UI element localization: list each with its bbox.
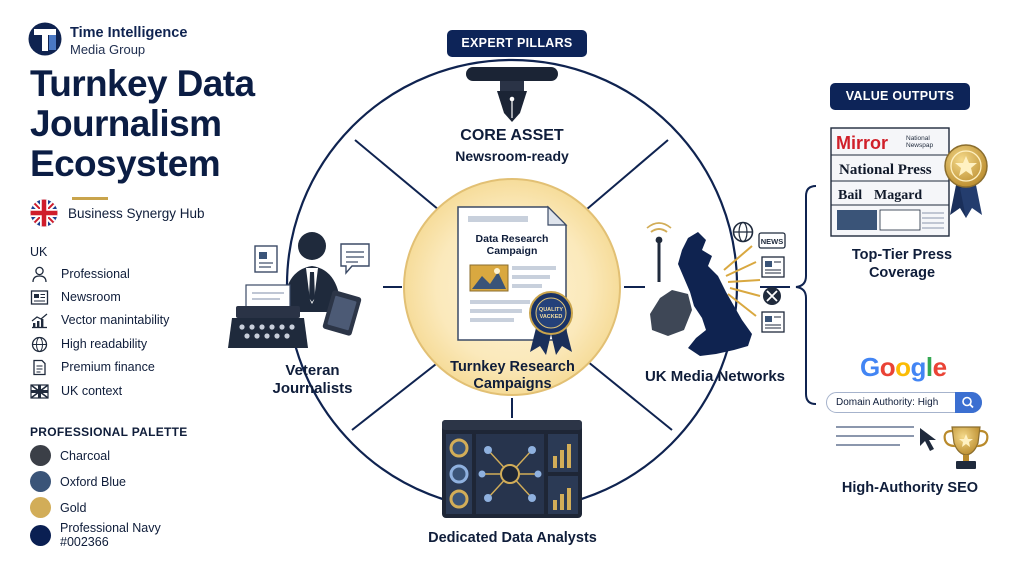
feature-label: Professional [61, 267, 130, 281]
orbit-spokes [351, 139, 673, 431]
news-tag-icon: NEWS [758, 232, 786, 249]
core-asset-title: CORE ASSET [460, 127, 564, 144]
globe-media-icon [732, 221, 754, 243]
center-label: Turnkey Research Campaigns [450, 359, 575, 392]
swatch-gold: Gold [30, 497, 86, 518]
feature-readability: High readability [30, 334, 147, 354]
newspaper-small-icon [761, 256, 785, 278]
newspaper-icon [30, 289, 49, 305]
swatch-label: Oxford Blue [60, 474, 127, 489]
expert-pillars-badge: EXPERT PILLARS [447, 30, 587, 57]
swatch-navy: Professional Navy #002366 [30, 521, 190, 549]
feature-label: Vector manintability [61, 313, 170, 327]
search-icon [962, 396, 974, 409]
feature-professional: Professional [30, 264, 130, 284]
search-button [955, 392, 982, 413]
swatch-label: Professional Navy #002366 [60, 521, 161, 549]
feature-vector: Vector manintability [30, 310, 169, 330]
google-letter: g [910, 352, 927, 382]
globe-icon [31, 336, 48, 352]
feature-newsroom: Newsroom [30, 287, 121, 307]
google-logo: Google [860, 352, 947, 383]
google-letter: o [879, 352, 896, 382]
brand-name: Time Intelligence [70, 25, 188, 41]
hub-label: Business Synergy Hub [68, 206, 205, 221]
feature-label: Newsroom [61, 290, 121, 304]
feature-label: Premium finance [61, 360, 155, 374]
color-dot [30, 497, 51, 518]
uk-media-label: UK Media Networks [644, 368, 786, 385]
gold-divider [72, 197, 108, 200]
swatch-label: Gold [60, 500, 87, 515]
color-dot [30, 445, 51, 466]
google-letter: l [925, 352, 933, 382]
seo-label: High-Authority SEO [841, 480, 979, 496]
finance-document-icon [33, 359, 46, 375]
color-dot [30, 471, 51, 492]
swatch-charcoal: Charcoal [30, 445, 110, 466]
brand-logo-icon [28, 22, 62, 56]
person-icon [32, 266, 47, 282]
brand-subtitle: Media Group [70, 42, 146, 57]
feature-uk-context: UK context [30, 381, 122, 401]
feature-finance: Premium finance [30, 357, 155, 377]
text-line: Campaign [487, 245, 538, 257]
feature-label: High readability [61, 337, 148, 351]
news-tag-label: NEWS [761, 237, 784, 246]
vector-chart-icon [31, 313, 48, 328]
award-medal-icon [944, 144, 988, 218]
uk-flag-icon [30, 199, 58, 227]
color-dot [30, 524, 51, 546]
text-line: National [906, 135, 930, 142]
swatch-oxford-blue: Oxford Blue [30, 471, 126, 492]
cursor-icon [920, 428, 936, 451]
search-result-lines [836, 426, 914, 446]
x-social-icon [763, 287, 781, 305]
tablet-icon [322, 290, 362, 336]
palette-heading: PROFESSIONAL PALETTE [30, 425, 188, 439]
google-letter: e [932, 352, 947, 382]
broadcast-arrows [723, 245, 761, 317]
swatch-label: Charcoal [60, 448, 111, 463]
masthead-magard: Magard [874, 188, 922, 203]
journalist-icon [283, 232, 341, 312]
core-asset-subtitle: Newsroom-ready [455, 148, 569, 164]
newspaper-small-icon-2 [761, 311, 785, 333]
analysts-label: Dedicated Data Analysts [428, 530, 597, 546]
value-outputs-badge: VALUE OUTPUTS [830, 83, 970, 110]
google-letter: o [895, 352, 911, 382]
trophy-icon [943, 426, 989, 469]
pen-nib-icon [466, 67, 558, 122]
badge-text: QUALITY [539, 307, 563, 313]
search-query-text: Domain Authority: High [836, 397, 939, 408]
analytics-dashboard-icon [442, 420, 582, 518]
text-line: Data Research [476, 233, 549, 245]
page-title: Turnkey Data Journalism Ecosystem [30, 63, 255, 184]
google-letter: G [860, 352, 880, 382]
uk-section-heading: UK [30, 245, 48, 259]
masthead-mirror: Mirror [836, 133, 888, 153]
masthead-national-press: National Press [839, 162, 932, 178]
antenna-icon [646, 222, 672, 282]
typewriter-icon [228, 284, 308, 348]
badge-text: VACKED [540, 314, 563, 320]
output-bracket [795, 185, 817, 405]
feature-label: UK context [61, 384, 123, 398]
journalists-label: Veteran Journalists [272, 362, 353, 397]
press-coverage-label: Top-Tier Press Coverage [851, 247, 953, 281]
masthead-bail: Bail [838, 188, 862, 203]
text-line: Newspap [906, 142, 933, 149]
document-chat-icon [254, 243, 370, 275]
uk-flag-icon [30, 383, 49, 399]
uk-map-icon [650, 232, 752, 356]
